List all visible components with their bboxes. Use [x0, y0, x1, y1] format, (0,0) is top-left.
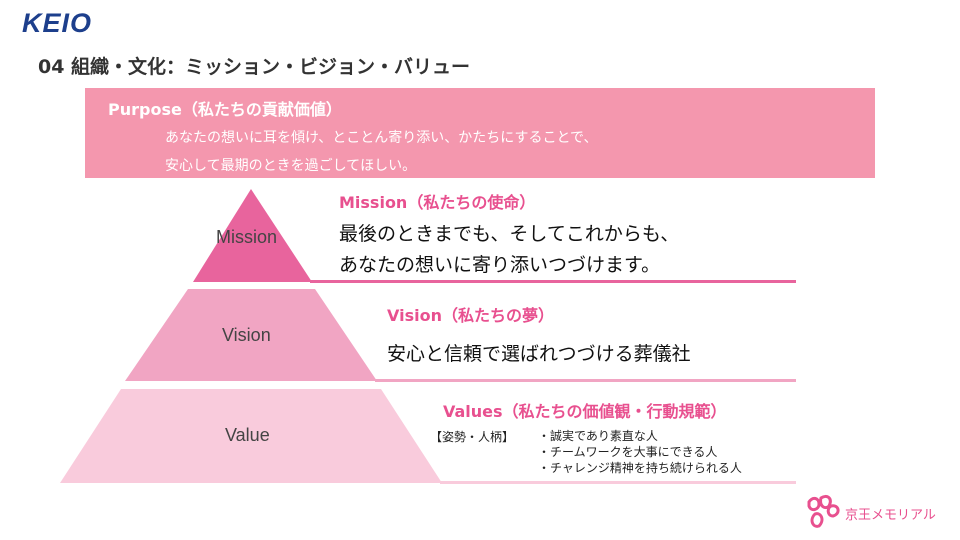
- pyramid-vision: [125, 289, 377, 381]
- pyramid-label-value: Value: [225, 425, 270, 445]
- pyramid-mission: [193, 189, 312, 282]
- values-heading: Values（私たちの価値観・行動規範）: [443, 402, 727, 421]
- mission-underline: [310, 280, 796, 283]
- mission-line: あなたの想いに寄り添いつづけます。: [339, 254, 661, 276]
- purpose-box: [85, 88, 875, 178]
- vision-text: 安心と信頼で選ばれつづける葬儀社: [387, 343, 691, 365]
- values-item: ・チームワークを大事にできる人: [538, 445, 718, 459]
- purpose-line: 安心して最期のときを過ごしてほしい。: [165, 158, 417, 174]
- page-title: 04 組織・文化：ミッション・ビジョン・バリュー: [38, 56, 471, 78]
- values-category: 【姿勢・人柄】: [430, 430, 515, 444]
- vision-heading: Vision（私たちの夢）: [387, 306, 554, 325]
- values-item: ・チャレンジ精神を持ち続けられる人: [538, 461, 742, 475]
- brand-name: 京王メモリアル: [845, 508, 936, 523]
- vision-underline: [375, 379, 796, 382]
- values-underline: [440, 481, 796, 484]
- purpose-heading: Purpose（私たちの貢献価値）: [108, 100, 342, 119]
- mission-heading: Mission（私たちの使命）: [339, 193, 536, 212]
- mission-line: 最後のときまでも、そしてこれからも、: [339, 223, 680, 245]
- purpose-line: あなたの想いに耳を傾け、とことん寄り添い、かたちにすることで、: [165, 130, 598, 146]
- brand-flower-icon: [807, 494, 840, 528]
- pyramid-value: [60, 389, 442, 483]
- keio-logo: KEIO: [22, 8, 93, 38]
- pyramid-label-vision: Vision: [222, 325, 271, 345]
- values-item: ・誠実であり素直な人: [538, 429, 658, 443]
- pyramid-label-mission: Mission: [216, 227, 278, 247]
